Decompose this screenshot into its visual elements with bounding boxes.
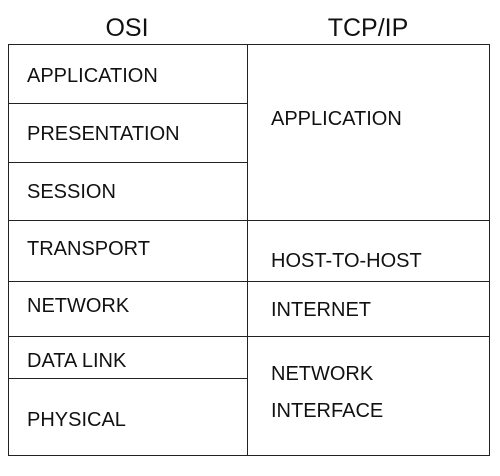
column-divider — [247, 45, 248, 455]
osi-layer-network: NETWORK — [27, 295, 130, 317]
osi-layer-transport: TRANSPORT — [27, 238, 150, 260]
tcpip-layer-host-to-host: HOST-TO-HOST — [271, 250, 422, 272]
divider-network — [9, 336, 489, 337]
tcpip-header: TCP/IP — [327, 14, 409, 42]
osi-divider-datalink — [9, 378, 247, 379]
divider-session — [9, 220, 489, 221]
divider-transport — [9, 281, 489, 282]
osi-layer-session: SESSION — [27, 181, 116, 203]
tcpip-layer-internet: INTERNET — [271, 299, 371, 321]
tcpip-layer-network-interface-line2: INTERFACE — [271, 400, 384, 422]
tcpip-layer-network-interface-line1: NETWORK — [271, 363, 374, 385]
osi-layer-physical: PHYSICAL — [27, 409, 126, 431]
osi-layer-application: APPLICATION — [27, 65, 158, 87]
tcpip-layer-application: APPLICATION — [271, 108, 402, 130]
osi-layer-data-link: DATA LINK — [27, 350, 127, 372]
osi-divider-application — [9, 103, 247, 104]
osi-header: OSI — [105, 14, 149, 42]
osi-layer-presentation: PRESENTATION — [27, 123, 180, 145]
osi-tcpip-comparison-table: APPLICATION PRESENTATION SESSION TRANSPO… — [8, 44, 490, 456]
osi-divider-presentation — [9, 162, 247, 163]
